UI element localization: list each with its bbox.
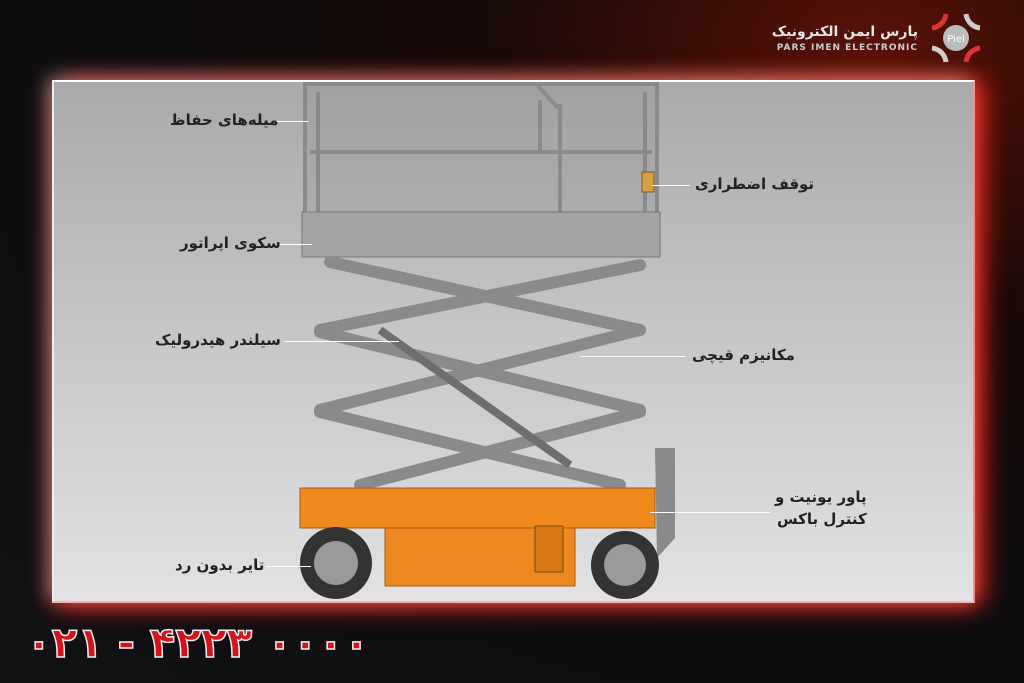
label-power-unit: پاور یونیت و کنترل باکس: [775, 488, 867, 528]
piel-logo-icon: Piel: [931, 13, 981, 63]
brand-name-fa: پارس ایمن الکترونیک: [771, 23, 918, 40]
leader-line: [266, 566, 311, 567]
svg-text:Piel: Piel: [947, 34, 965, 45]
label-non-marking-tire: تایر بدون رد: [175, 556, 265, 574]
emergency-stop: [641, 171, 655, 193]
leader-line: [650, 512, 770, 513]
label-operator-platform: سکوی اپراتور: [180, 234, 281, 252]
label-power-unit-line1: پاور یونیت و: [775, 488, 867, 506]
leader-line: [284, 341, 399, 342]
brand-name-en: PARS IMEN ELECTRONIC: [776, 42, 918, 53]
label-scissor-mechanism: مکانیزم قیچی: [692, 346, 795, 364]
leader-line: [652, 185, 690, 186]
phone-number: ۰۲۱ - ۴۲۲۳ ۰۰۰۰: [25, 617, 370, 668]
label-hydraulic-cylinder: سیلندر هیدرولیک: [155, 331, 281, 349]
leader-line: [276, 244, 312, 245]
brand-logo: پارس ایمن الکترونیک PARS IMEN ELECTRONIC…: [772, 10, 984, 66]
scissor-arms: [314, 256, 646, 491]
label-power-unit-line2: کنترل باکس: [776, 510, 867, 528]
operator-platform: [301, 211, 661, 258]
leader-line: [580, 356, 685, 357]
hydraulic-cylinder: [377, 326, 573, 469]
label-emergency-stop: توقف اضطراری: [695, 175, 815, 193]
guard-rails: [303, 82, 659, 216]
label-guard-rails: میله‌های حفاظ: [170, 111, 279, 129]
wheels: [300, 527, 659, 599]
chassis: [299, 487, 656, 529]
leader-line: [276, 121, 308, 122]
